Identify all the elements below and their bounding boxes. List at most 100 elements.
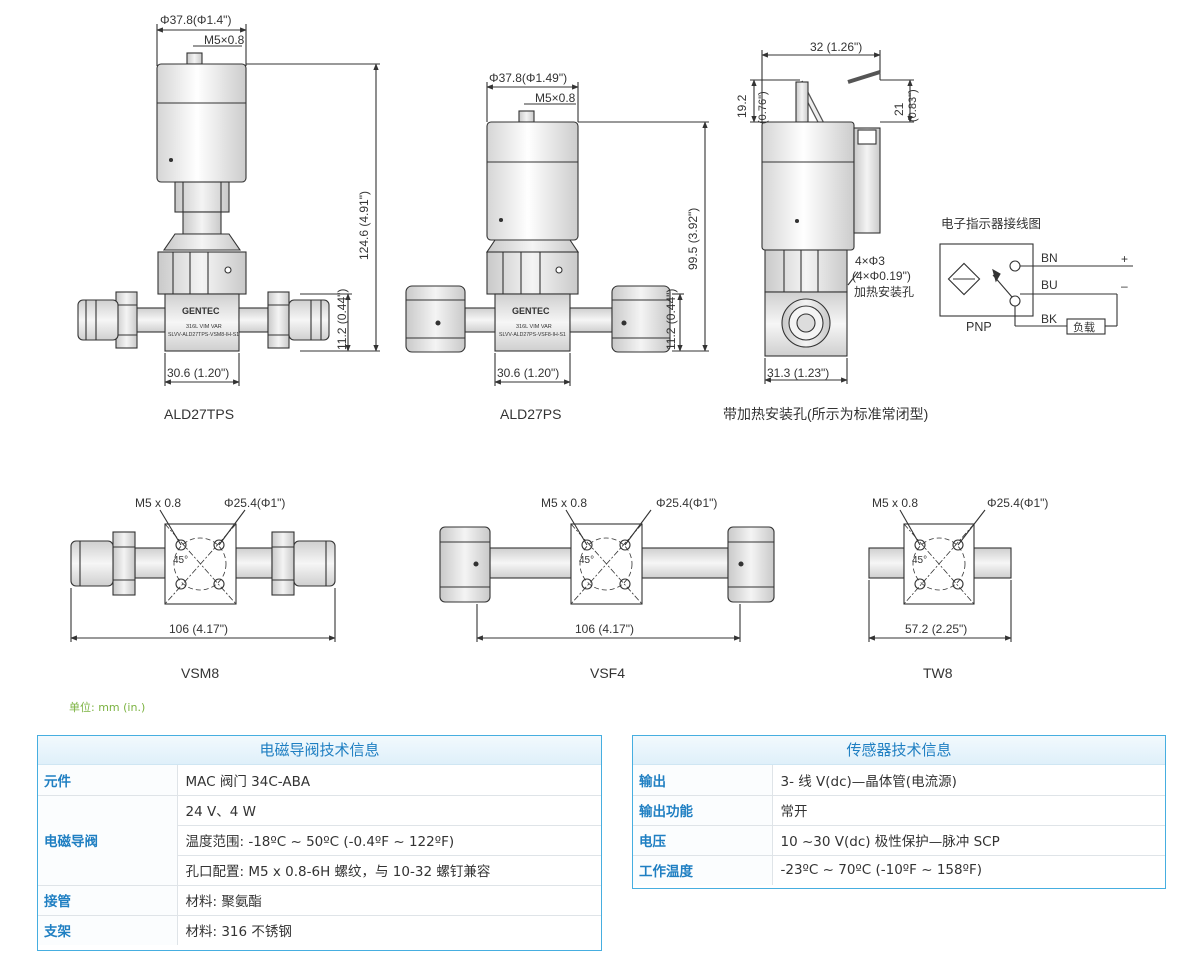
wiring-labels: 电子指示器接线图 BN BU BK + – PNP 负载 <box>941 216 1128 334</box>
ald27tps-dim-height: 124.6 (4.91") <box>357 191 371 260</box>
heater-hole-label: 加热安装孔 <box>854 284 914 299</box>
heater-dim-top: 32 (1.26") <box>810 40 862 54</box>
ald27ps-dim-diameter: Φ37.8(Φ1.49") <box>489 71 567 85</box>
solenoid-table-title: 电磁导阀技术信息 <box>38 736 601 765</box>
vsm8-angle: 45° <box>173 555 188 566</box>
vsf4-view <box>439 509 775 642</box>
wiring-pnp: PNP <box>966 320 992 334</box>
table-row: 接管 材料: 聚氨酯 <box>38 885 601 916</box>
ald27ps-plate-line1: 316L VIM VAR <box>516 324 552 330</box>
ald27tps-plate-line2: SLVV-ALD27TPS-VSM8-IH-S1 <box>168 332 239 338</box>
ald27tps-brand: GENTEC <box>182 306 220 316</box>
row-value-port-config: 孔口配置: M5 x 0.8-6H 螺纹，与 10-32 螺钉兼容 <box>177 855 601 886</box>
row-value-element: MAC 阀门 34C-ABA <box>177 765 601 796</box>
row-value-output: 3- 线 V(dc)—晶体管(电流源) <box>772 765 1165 796</box>
ald27ps-plate-line2: SLVV-ALD27PS-VSF8-IH-S1 <box>499 332 566 338</box>
vsf4-pcd: Φ25.4(Φ1") <box>656 496 717 510</box>
row-value-temp-range: 温度范围: -18ºC ~ 50ºC (-0.4ºF ~ 122ºF) <box>177 825 601 856</box>
vsm8-labels: M5 x 0.8 Φ25.4(Φ1") 45° 106 (4.17") VSM8 <box>135 496 285 681</box>
heater-dim-width: 31.3 (1.23") <box>767 366 829 380</box>
ald27tps-plate-line1: 316L VIM VAR <box>186 324 222 330</box>
heater-dim-right-b: (0.83") <box>907 89 919 122</box>
wiring-load: 负载 <box>1073 320 1095 334</box>
wiring-bk: BK <box>1041 312 1057 326</box>
row-key-output: 输出 <box>633 765 773 796</box>
row-key-element: 元件 <box>38 765 178 796</box>
table-row: 支架 材料: 316 不锈钢 <box>38 915 601 945</box>
wiring-bu: BU <box>1041 278 1058 292</box>
ald27ps-labels: Φ37.8(Φ1.49") M5×0.8 99.5 (3.92") 11.2 (… <box>489 71 700 422</box>
table-row: 电磁导阀 24 V、4 W <box>38 795 601 886</box>
sensor-table-title: 传感器技术信息 <box>633 736 1165 765</box>
row-value-bracket: 材料: 316 不锈钢 <box>185 924 292 941</box>
ald27ps-caption: ALD27PS <box>500 406 561 422</box>
row-key-voltage: 电压 <box>633 825 773 856</box>
vsm8-pcd: Φ25.4(Φ1") <box>224 496 285 510</box>
ald27ps-view <box>405 82 709 386</box>
vsf4-caption: VSF4 <box>590 665 625 681</box>
tw8-view <box>868 509 1012 642</box>
tw8-length: 57.2 (2.25") <box>905 622 967 636</box>
ald27ps-brand: GENTEC <box>512 306 550 316</box>
ald27tps-dim-diameter: Φ37.8(Φ1.4") <box>160 13 231 27</box>
table-row: 元件 MAC 阀门 34C-ABA <box>38 765 601 796</box>
row-key-tubing: 接管 <box>38 885 178 916</box>
vsm8-thread: M5 x 0.8 <box>135 496 181 510</box>
vsm8-caption: VSM8 <box>181 665 219 681</box>
row-value-output-function: 常开 <box>772 795 1165 826</box>
table-row: 工作温度 -23ºC ~ 70ºC (-10ºF ~ 158ºF) <box>633 855 1165 885</box>
table-row: 输出功能 常开 <box>633 795 1165 826</box>
solenoid-spec-table: 电磁导阀技术信息 元件 MAC 阀门 34C-ABA 电磁导阀 24 V、4 W… <box>37 735 602 951</box>
solenoid-table-body: 元件 MAC 阀门 34C-ABA 电磁导阀 24 V、4 W 温度范围: -1… <box>38 765 601 945</box>
vsf4-angle: 45° <box>579 555 594 566</box>
ald27tps-view <box>77 24 380 386</box>
heater-dim-left-a: 19.2 <box>735 94 749 118</box>
ald27tps-dim-offset: 11.2 (0.44") <box>335 289 349 350</box>
tw8-angle: 45° <box>912 555 927 566</box>
table-row: 温度范围: -18ºC ~ 50ºC (-0.4ºF ~ 122ºF) <box>38 825 601 856</box>
heater-dim-right-a: 21 <box>892 102 906 116</box>
row-key-bracket: 支架 <box>38 915 178 945</box>
heater-hole-spec: 4×Φ3 <box>855 254 885 268</box>
tw8-caption: TW8 <box>923 665 953 681</box>
row-value-voltage: 10 ~30 V(dc) 极性保护—脉冲 SCP <box>772 825 1165 856</box>
vsm8-view <box>70 509 336 642</box>
sensor-table-body: 输出 3- 线 V(dc)—晶体管(电流源) 输出功能 常开 电压 10 ~30… <box>633 765 1165 885</box>
ald27ps-dim-thread: M5×0.8 <box>535 91 576 105</box>
unit-note: 单位: mm (in.) <box>69 701 146 714</box>
heater-view <box>750 50 914 384</box>
technical-drawing: Φ37.8(Φ1.4") M5×0.8 124.6 (4.91") 11.2 (… <box>70 13 1133 681</box>
ald27ps-dim-offset: 11.2 (0.44") <box>664 289 678 350</box>
heater-dim-left-b: (0.76") <box>757 91 769 124</box>
row-key-solenoid: 电磁导阀 <box>38 795 178 886</box>
heater-hole-spec-in: (4×Φ0.19") <box>852 269 911 283</box>
ald27tps-labels: Φ37.8(Φ1.4") M5×0.8 124.6 (4.91") 11.2 (… <box>160 13 371 422</box>
ald27tps-dim-width: 30.6 (1.20") <box>167 366 229 380</box>
ald27ps-dim-height: 99.5 (3.92") <box>686 208 700 270</box>
row-value-tubing: 材料: 聚氨酯 <box>177 885 601 916</box>
heater-caption: 带加热安装孔(所示为标准常闭型) <box>723 406 928 422</box>
table-row: 电压 10 ~30 V(dc) 极性保护—脉冲 SCP <box>633 825 1165 856</box>
wiring-minus: – <box>1121 279 1128 293</box>
row-key-operating-temp: 工作温度 <box>633 855 773 885</box>
row-value-operating-temp: -23ºC ~ 70ºC (-10ºF ~ 158ºF) <box>780 862 983 879</box>
wiring-title: 电子指示器接线图 <box>941 216 1041 231</box>
row-value-power: 24 V、4 W <box>177 795 601 826</box>
wiring-bn: BN <box>1041 251 1058 265</box>
tw8-thread: M5 x 0.8 <box>872 496 918 510</box>
ald27tps-caption: ALD27TPS <box>164 406 234 422</box>
heater-labels: 32 (1.26") 19.2 (0.76") 21 (0.83") 4×Φ3 … <box>723 40 928 422</box>
vsf4-length: 106 (4.17") <box>575 622 634 636</box>
tw8-pcd: Φ25.4(Φ1") <box>987 496 1048 510</box>
vsf4-thread: M5 x 0.8 <box>541 496 587 510</box>
sensor-spec-table: 传感器技术信息 输出 3- 线 V(dc)—晶体管(电流源) 输出功能 常开 电… <box>632 735 1166 889</box>
vsm8-length: 106 (4.17") <box>169 622 228 636</box>
vsf4-labels: M5 x 0.8 Φ25.4(Φ1") 45° 106 (4.17") VSF4 <box>541 496 717 681</box>
table-row: 孔口配置: M5 x 0.8-6H 螺纹，与 10-32 螺钉兼容 <box>38 855 601 886</box>
ald27ps-dim-width: 30.6 (1.20") <box>497 366 559 380</box>
ald27tps-dim-thread: M5×0.8 <box>204 33 245 47</box>
wiring-plus: + <box>1121 252 1128 266</box>
table-row: 输出 3- 线 V(dc)—晶体管(电流源) <box>633 765 1165 796</box>
tw8-labels: M5 x 0.8 Φ25.4(Φ1") 45° 57.2 (2.25") TW8 <box>872 496 1048 681</box>
wiring-diagram <box>939 243 1133 335</box>
